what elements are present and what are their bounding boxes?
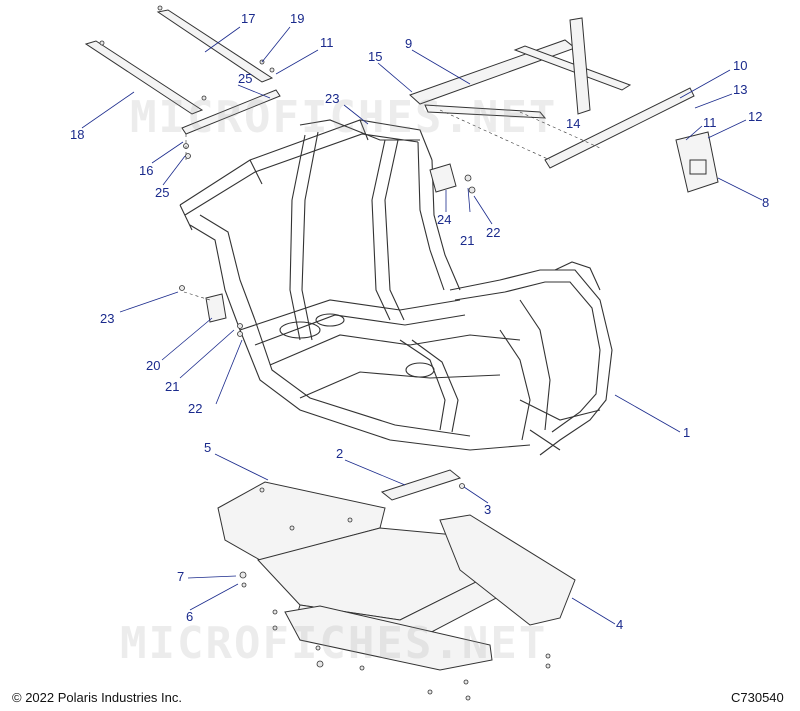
main-frame (179, 119, 613, 456)
callout-9: 9 (405, 36, 413, 51)
copyright-notice: © 2022 Polaris Industries Inc. (12, 690, 182, 705)
callout-23-lower: 23 (100, 311, 115, 326)
figure-code: C730540 (731, 690, 784, 705)
callout-25-lower: 25 (155, 185, 170, 200)
callout-25-upper: 25 (238, 71, 253, 86)
callout-16: 16 (139, 163, 154, 178)
callout-10: 10 (733, 58, 748, 73)
callout-20: 20 (146, 358, 161, 373)
bracket-8 (675, 131, 719, 193)
roof-bar-18 (84, 40, 204, 115)
rear-rack (409, 17, 695, 169)
callout-21-upper: 21 (460, 233, 475, 248)
callout-12: 12 (748, 109, 763, 124)
callout-8: 8 (762, 195, 770, 210)
callout-19: 19 (290, 11, 305, 26)
callout-13: 13 (733, 82, 748, 97)
callout-6: 6 (186, 609, 194, 624)
skid-fasteners (239, 571, 551, 701)
callout-4: 4 (616, 617, 624, 632)
callout-24: 24 (437, 212, 452, 227)
callout-23-upper: 23 (325, 91, 340, 106)
callout-2: 2 (336, 446, 344, 461)
mount-bracket-2 (380, 469, 465, 501)
watermark-upper: MICROFICHES.NET (130, 92, 558, 143)
callout-11-right: 11 (703, 115, 717, 130)
callout-1: 1 (683, 425, 691, 440)
callout-15: 15 (368, 49, 383, 64)
callout-14: 14 (566, 116, 581, 131)
callout-22-upper: 22 (486, 225, 501, 240)
frame-brackets (179, 163, 476, 337)
watermark-lower: MICROFICHES.NET (120, 618, 548, 669)
callout-3: 3 (484, 502, 492, 517)
roof-bolts (99, 5, 275, 160)
callout-22-lower: 22 (188, 401, 203, 416)
callout-5: 5 (204, 440, 212, 455)
callout-18: 18 (70, 127, 85, 142)
rear-skid-plate-4 (284, 514, 576, 671)
callout-21-lower: 21 (165, 379, 180, 394)
leader-lines (81, 26, 763, 625)
roof-bar-16 (181, 89, 281, 135)
callout-11-upper-left: 11 (320, 35, 334, 50)
callout-7: 7 (177, 569, 185, 584)
callout-17: 17 (241, 11, 256, 26)
